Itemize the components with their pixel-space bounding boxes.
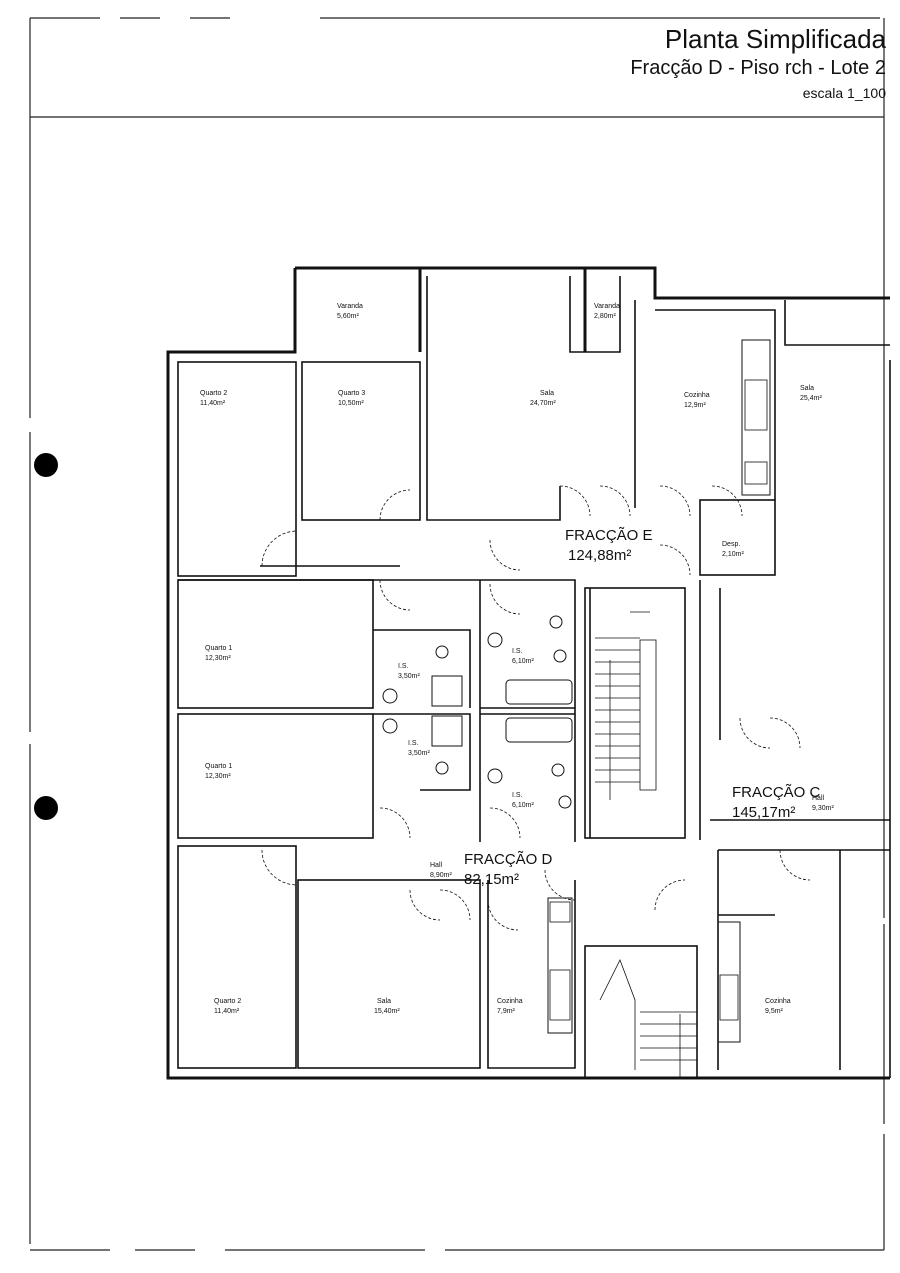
room-label: Hall [430,862,443,869]
room-label: Quarto 2 [214,998,241,1005]
room-label: I.S. [512,792,523,799]
room-label: I.S. [398,663,409,670]
room-label: Cozinha [765,998,791,1005]
title-block: Planta Simplificada Fracção D - Piso rch… [630,24,886,104]
room-area: 6,10m² [512,802,534,809]
room-area: 12,30m² [205,773,231,780]
room-label: Hall [812,795,825,802]
room-area: 3,50m² [408,750,430,757]
room-label: Sala [540,390,554,397]
punch-hole-bottom [34,796,58,820]
room-labels: Varanda 5,60m² Varanda 2,80m² Quarto 2 1… [200,303,834,1015]
room-area: 2,10m² [722,551,744,558]
scale-label: escala 1_100 [802,85,886,101]
room-area: 5,60m² [337,313,359,320]
room-label: Quarto 2 [200,390,227,397]
room-area: 6,10m² [512,658,534,665]
room-label: Cozinha [684,392,710,399]
fraction-labels: FRACÇÃO E 124,88m² FRACÇÃO D 82,15m² FRA… [464,527,821,888]
room-area: 8,90m² [430,872,452,879]
room-area: 9,5m² [765,1008,784,1015]
fraction-e-area: 124,88m² [568,547,631,564]
fraction-c-area: 145,17m² [732,804,795,821]
room-area: 7,9m² [497,1008,516,1015]
room-area: 2,80m² [594,313,616,320]
room-label: Quarto 1 [205,645,232,652]
page-title: Planta Simplificada [664,24,886,54]
room-area: 24,70m² [530,400,556,407]
fraction-d-area: 82,15m² [464,871,519,888]
room-area: 12,9m² [684,402,706,409]
fraction-e-name: FRACÇÃO E [565,527,653,544]
room-area: 10,50m² [338,400,364,407]
room-label: Desp. [722,541,740,548]
punch-hole-top [34,453,58,477]
room-area: 9,30m² [812,805,834,812]
room-label: Varanda [594,303,620,310]
room-label: Sala [377,998,391,1005]
page-subtitle: Fracção D - Piso rch - Lote 2 [630,57,886,79]
room-area: 15,40m² [374,1008,400,1015]
room-label: Sala [800,385,814,392]
room-area: 11,40m² [200,400,226,407]
room-label: Quarto 1 [205,763,232,770]
fraction-d-name: FRACÇÃO D [464,851,553,868]
fraction-c-name: FRACÇÃO C [732,784,821,801]
room-area: 11,40m² [214,1008,240,1015]
room-area: 12,30m² [205,655,231,662]
room-label: I.S. [408,740,419,747]
room-label: Quarto 3 [338,390,365,397]
room-area: 25,4m² [800,395,822,402]
room-label: Cozinha [497,998,523,1005]
room-label: Varanda [337,303,363,310]
room-label: I.S. [512,648,523,655]
room-area: 3,50m² [398,673,420,680]
